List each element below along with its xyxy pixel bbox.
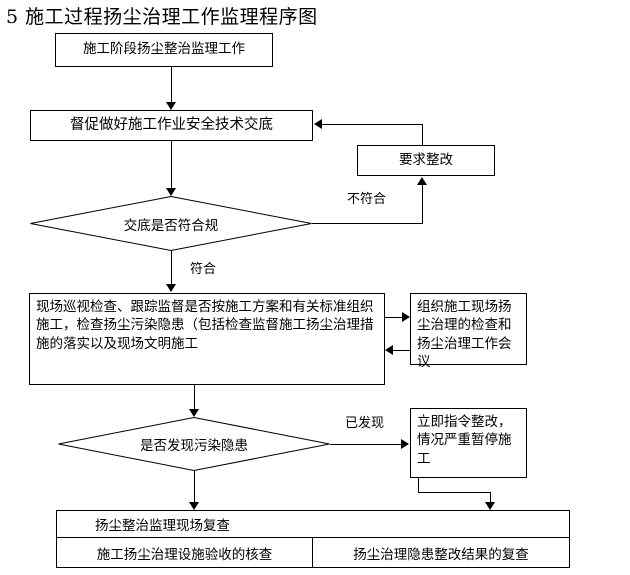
arrowhead-immediate-to-table	[485, 502, 495, 510]
table-cell-header: 扬尘整治监理现场复查	[57, 511, 569, 537]
table-cell-rectification-review-label: 扬尘治理隐患整改结果的复查	[353, 546, 529, 563]
node-organize-meeting: 组织施工现场扬尘治理的检查和扬尘治理工作会议	[410, 293, 527, 370]
table-cell-rectification-review: 扬尘治理隐患整改结果的复查	[313, 538, 569, 567]
edge-label-non-compliant: 不符合	[347, 192, 387, 207]
node-rectify-request: 要求整改	[357, 145, 495, 176]
node-disclosure: 督促做好施工作业安全技术交底	[30, 110, 313, 141]
diamond-shape-hazard	[58, 417, 330, 471]
edge-start-to-disclosure	[171, 67, 172, 103]
diamond-shape-compliance	[30, 196, 312, 251]
arrowhead-decision2-to-table	[189, 502, 199, 510]
edge-meeting-to-inspection	[393, 350, 411, 351]
edge-inspection-to-meeting	[385, 317, 403, 318]
node-start-label: 施工阶段扬尘整治监理工作	[83, 41, 245, 58]
node-immediate-order: 立即指令整改，情况严重暂停施工	[410, 408, 527, 478]
edge-label-discovered: 已发现	[345, 416, 385, 431]
arrowhead-disclosure-to-decision1	[166, 188, 176, 196]
node-decision-compliance: 交底是否符合规	[30, 196, 312, 251]
edge-immediate-to-table-v	[490, 492, 491, 503]
node-decision-hazard: 是否发现污染隐患	[58, 417, 330, 471]
arrowhead-decision1-to-rectify	[417, 177, 427, 185]
node-start: 施工阶段扬尘整治监理工作	[55, 33, 273, 67]
table-header-label: 扬尘整治监理现场复查	[95, 518, 230, 534]
arrowhead-inspection-to-meeting	[402, 312, 410, 322]
edge-rectify-to-disclosure	[322, 124, 423, 125]
bottom-review-table: 扬尘整治监理现场复查 施工扬尘治理设施验收的核查 扬尘治理隐患整改结果的复查	[56, 510, 570, 568]
node-site-inspection: 现场巡视检查、跟踪监督是否按施工方案和有关标准组织施工，检查扬尘污染隐患（包括检…	[29, 293, 385, 385]
node-immediate-order-label: 立即指令整改，情况严重暂停施工	[417, 414, 512, 467]
node-disclosure-label: 督促做好施工作业安全技术交底	[70, 116, 273, 133]
edge-decision2-to-table	[194, 471, 195, 503]
edge-inspection-to-decision2	[194, 385, 195, 410]
arrowhead-start-to-disclosure	[166, 102, 176, 110]
edge-rectify-up	[422, 124, 423, 146]
page-title: 5 施工过程扬尘治理工作监理程序图	[6, 6, 318, 28]
table-cell-acceptance-check: 施工扬尘治理设施验收的核查	[57, 538, 313, 567]
table-row-items: 施工扬尘治理设施验收的核查 扬尘治理隐患整改结果的复查	[57, 538, 569, 567]
node-site-inspection-label: 现场巡视检查、跟踪监督是否按施工方案和有关标准组织施工，检查扬尘污染隐患（包括检…	[36, 299, 374, 352]
node-organize-meeting-label: 组织施工现场扬尘治理的检查和扬尘治理工作会议	[417, 299, 512, 371]
edge-label-compliant: 符合	[190, 262, 217, 277]
edge-decision1-to-rectify-v	[422, 184, 423, 224]
arrowhead-inspection-to-decision2	[189, 409, 199, 417]
arrowhead-rectify-to-disclosure	[314, 119, 322, 129]
edge-immediate-down	[418, 478, 419, 492]
node-decision-compliance-label: 交底是否符合规	[123, 217, 219, 234]
arrowhead-decision2-to-immediate	[401, 439, 409, 449]
arrowhead-decision1-to-inspection	[166, 284, 176, 292]
edge-decision1-to-inspection	[171, 251, 172, 285]
edge-disclosure-to-decision1	[171, 141, 172, 189]
table-row-header: 扬尘整治监理现场复查	[57, 511, 569, 538]
arrowhead-meeting-to-inspection	[385, 345, 393, 355]
table-cell-acceptance-check-label: 施工扬尘治理设施验收的核查	[96, 546, 273, 563]
edge-decision2-to-immediate	[330, 444, 402, 445]
edge-decision1-to-rectify-h	[312, 223, 423, 224]
edge-immediate-to-table-h	[418, 492, 491, 493]
node-rectify-request-label: 要求整改	[399, 151, 453, 168]
node-decision-hazard-label: 是否发现污染隐患	[140, 438, 248, 454]
